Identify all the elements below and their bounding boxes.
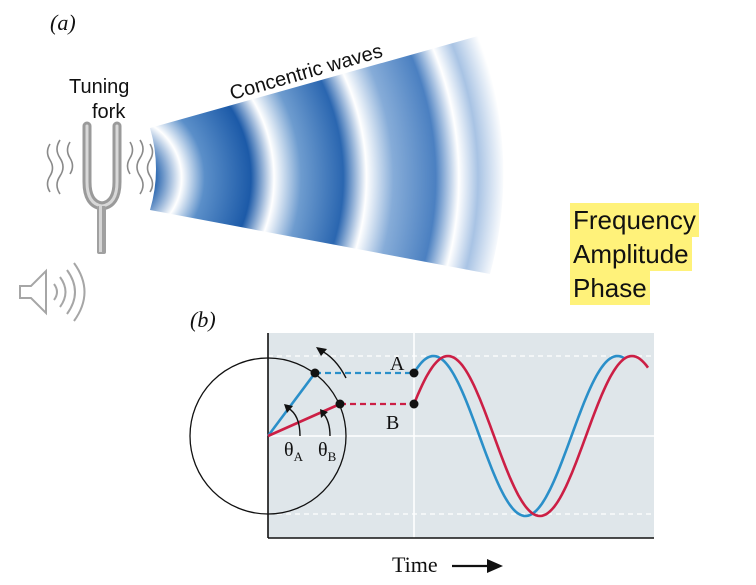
- point-a-label: A: [390, 353, 405, 375]
- angle-b-arc: [320, 409, 331, 437]
- tuning-fork-label-line2: fork: [92, 101, 126, 123]
- panel-b-label: (b): [190, 307, 216, 332]
- phasor-circle: [189, 357, 347, 515]
- highlighted-terms: Frequency Amplitude Phase: [570, 203, 699, 305]
- speaker-icon: [19, 262, 86, 322]
- panel-a-label: (a): [50, 10, 76, 35]
- term-frequency: Frequency: [570, 203, 699, 237]
- time-axis-label: Time: [392, 552, 438, 577]
- rotation-arrow-icon: [316, 347, 347, 379]
- concentric-waves: [150, 36, 504, 274]
- series-a-curve: [412, 354, 625, 518]
- phasor-a-point: [310, 368, 320, 378]
- plot-gridlines: [268, 333, 654, 538]
- tuning-fork-label-line1: Tuning: [69, 76, 130, 98]
- series-b-curve: [412, 354, 650, 518]
- theta-a-label: θA: [284, 439, 304, 464]
- angle-a-arc: [284, 404, 301, 437]
- phasor-b-point: [335, 399, 345, 409]
- term-amplitude: Amplitude: [570, 237, 692, 271]
- term-phase: Phase: [570, 271, 650, 305]
- phasor-b-vector: [267, 402, 341, 438]
- phasor-a-vector: [266, 372, 317, 437]
- curve-b-start-point: [409, 399, 419, 409]
- point-b-label: B: [386, 412, 399, 434]
- theta-b-label: θB: [318, 439, 337, 464]
- arrow-right-icon: [452, 559, 503, 573]
- curve-a-start-point: [409, 368, 419, 378]
- tuning-fork-icon: [46, 121, 154, 254]
